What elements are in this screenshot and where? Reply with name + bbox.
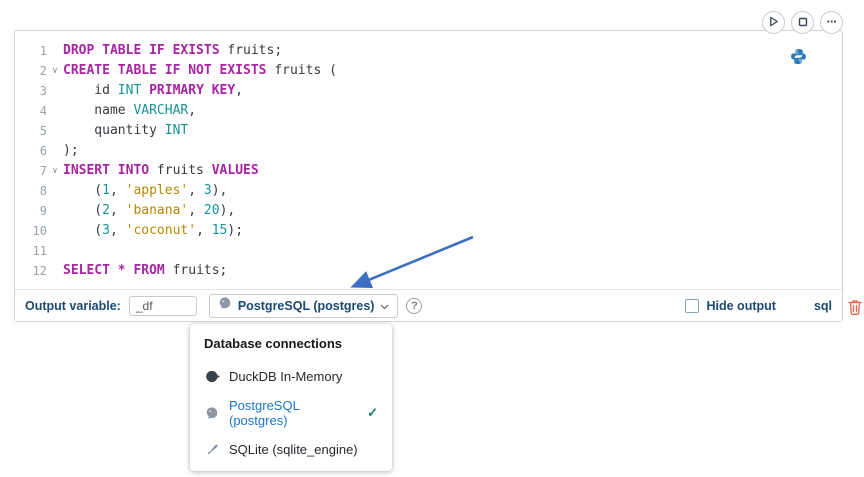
cell-footer: Output variable: PostgreSQL (postgres) ?… (15, 289, 842, 321)
code-editor[interactable]: 1 DROP TABLE IF EXISTS fruits; 2 ∨ CREATE TA… (15, 35, 842, 288)
cell-action-buttons: ··· (762, 11, 843, 34)
chevron-down-icon (380, 297, 389, 315)
code-line-text: INSERT INTO fruits VALUES (63, 163, 259, 178)
fold-spacer (47, 221, 63, 241)
fold-spacer (47, 101, 63, 121)
fold-toggle-icon[interactable]: ∨ (52, 166, 58, 176)
fold-spacer (47, 81, 63, 101)
python-icon (790, 48, 807, 70)
database-connection-dropdown[interactable]: PostgreSQL (postgres) (208, 293, 399, 318)
code-line-text: CREATE TABLE IF NOT EXISTS fruits ( (63, 63, 337, 78)
postgresql-icon (218, 296, 232, 315)
code-line: 6); (15, 141, 842, 161)
line-number: 7 (39, 164, 47, 178)
line-number: 2 (39, 64, 47, 78)
code-line: 10 (3, 'coconut', 15); (15, 221, 842, 241)
help-button[interactable]: ? (406, 297, 423, 314)
code-line-text: id INT PRIMARY KEY, (63, 83, 244, 98)
connection-label: PostgreSQL (postgres) (237, 298, 375, 313)
play-icon (768, 14, 779, 32)
output-variable-input[interactable] (128, 295, 197, 316)
code-line-text: SELECT * FROM fruits; (63, 263, 228, 278)
line-number: 9 (39, 204, 47, 218)
code-line: 12 SELECT * FROM fruits; (15, 261, 842, 281)
code-line: 2 ∨ CREATE TABLE IF NOT EXISTS fruits ( (15, 61, 842, 81)
line-number: 12 (32, 264, 47, 278)
database-connections-menu: Database connections DuckDB In-Memory Po… (190, 324, 392, 471)
line-number: 4 (39, 104, 47, 118)
code-line: 3 id INT PRIMARY KEY, (15, 81, 842, 101)
hide-output-label: Hide output (706, 298, 776, 313)
trash-icon (848, 300, 862, 319)
line-number: 3 (39, 84, 47, 98)
code-line-text: (2, 'banana', 20), (63, 203, 236, 218)
code-line-text: quantity INT (63, 123, 189, 138)
ellipsis-icon: ··· (826, 14, 838, 29)
cell-language-label: sql (813, 298, 832, 313)
interrupt-cell-button[interactable] (791, 11, 814, 34)
menu-item-postgresql[interactable]: PostgreSQL (postgres) ✓ (190, 391, 392, 435)
line-number: 11 (32, 244, 47, 258)
code-line-text: ); (63, 143, 79, 158)
hide-output-checkbox[interactable] (684, 298, 699, 313)
delete-cell-button[interactable] (848, 299, 862, 320)
stop-icon (798, 14, 808, 32)
line-number: 10 (32, 224, 47, 238)
fold-spacer (47, 141, 63, 161)
code-line-text: (3, 'coconut', 15); (63, 223, 244, 238)
fold-spacer (47, 121, 63, 141)
code-line: 9 (2, 'banana', 20), (15, 201, 842, 221)
question-mark-icon: ? (411, 299, 418, 312)
postgresql-icon (204, 406, 220, 420)
menu-item-duckdb[interactable]: DuckDB In-Memory (190, 362, 392, 391)
duckdb-icon (204, 369, 220, 384)
code-line: 4 name VARCHAR, (15, 101, 842, 121)
sqlite-icon (204, 443, 220, 456)
code-line: 5 quantity INT (15, 121, 842, 141)
menu-title: Database connections (204, 336, 342, 351)
code-line-text: (1, 'apples', 3), (63, 183, 228, 198)
code-line: 11 (15, 241, 842, 261)
sql-cell: 1 DROP TABLE IF EXISTS fruits; 2 ∨ CREATE TA… (14, 30, 843, 322)
checkmark-icon: ✓ (367, 405, 378, 420)
code-line: 8 (1, 'apples', 3), (15, 181, 842, 201)
output-variable-label: Output variable: (25, 298, 121, 313)
fold-spacer (47, 201, 63, 221)
line-number: 5 (39, 124, 47, 138)
line-number: 1 (39, 44, 47, 58)
code-line-text: name VARCHAR, (63, 103, 197, 118)
menu-item-label: DuckDB In-Memory (229, 369, 343, 384)
more-actions-button[interactable]: ··· (820, 11, 843, 34)
fold-spacer (47, 41, 63, 61)
line-number: 8 (39, 184, 47, 198)
code-lines: 1 DROP TABLE IF EXISTS fruits; 2 ∨ CREATE TA… (15, 41, 842, 281)
line-number: 6 (39, 144, 47, 158)
code-line: 1 DROP TABLE IF EXISTS fruits; (15, 41, 842, 61)
menu-item-sqlite[interactable]: SQLite (sqlite_engine) (190, 435, 392, 464)
code-line: 7 ∨ INSERT INTO fruits VALUES (15, 161, 842, 181)
fold-spacer (47, 241, 63, 261)
fold-toggle-icon[interactable]: ∨ (52, 66, 58, 76)
run-cell-button[interactable] (762, 11, 785, 34)
code-line-text: DROP TABLE IF EXISTS fruits; (63, 43, 283, 58)
fold-spacer (47, 261, 63, 281)
menu-item-label: SQLite (sqlite_engine) (229, 442, 358, 457)
fold-spacer (47, 181, 63, 201)
menu-item-label: PostgreSQL (postgres) (229, 398, 300, 428)
